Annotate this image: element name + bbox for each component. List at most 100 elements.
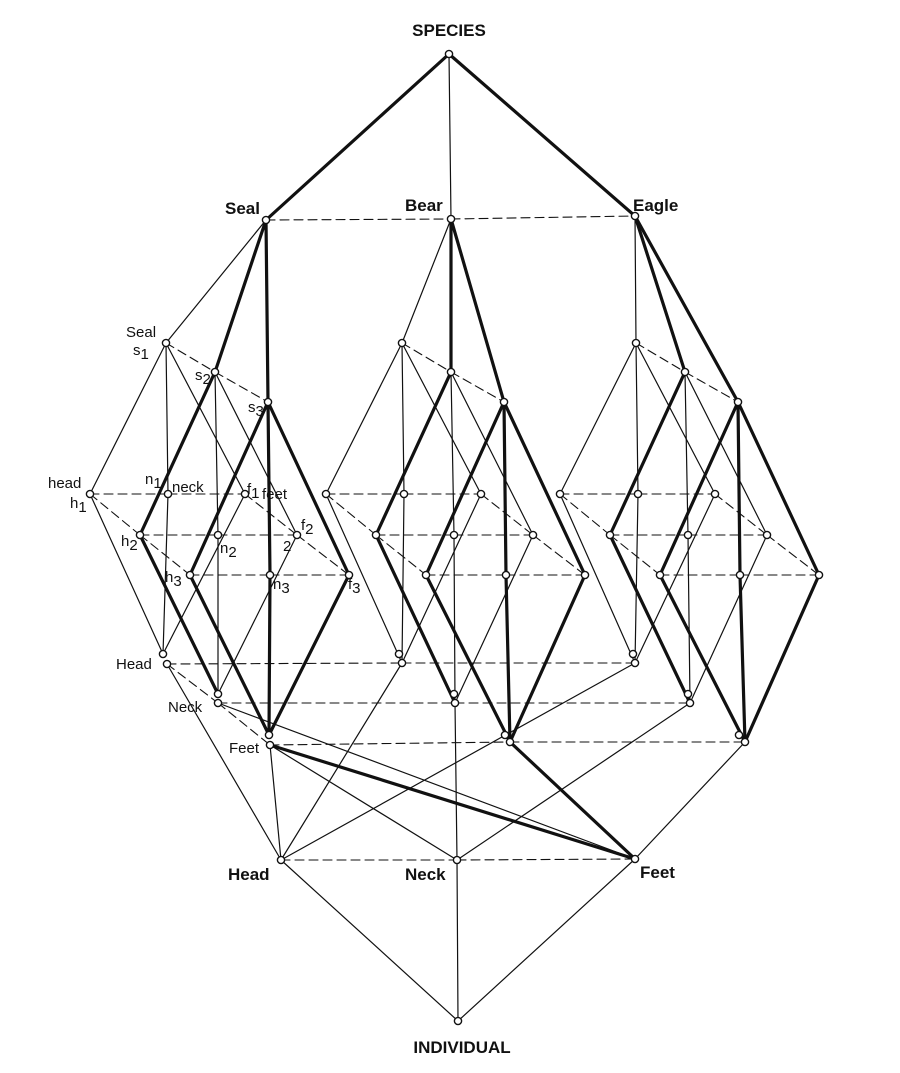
node-f11: [476, 489, 486, 499]
edge-s21-s31: [450, 371, 505, 403]
node-fb1: [500, 730, 510, 740]
node-f30: [344, 570, 354, 580]
node-s21: [446, 367, 456, 377]
label-feet-small: feet: [262, 486, 288, 503]
edge-fm-neck: [269, 744, 458, 861]
edge-head-in: [280, 859, 459, 1022]
edge-h20-nb0: [138, 533, 220, 696]
edge-n22-nb2: [687, 534, 691, 704]
node-bear: [446, 214, 456, 224]
label-eagle-top: Eagle: [633, 196, 678, 215]
edge-bear-s31: [449, 217, 506, 404]
edge-fm-head: [269, 744, 282, 861]
node-f10: [240, 489, 250, 499]
edge-s30-h30: [188, 400, 270, 577]
edge-nb1-neck: [454, 702, 458, 861]
edge-f31-fb1: [508, 573, 587, 744]
edge-n21-nb1: [453, 534, 456, 704]
node-f22: [762, 530, 772, 540]
node-seal: [261, 215, 271, 225]
label-f3: f3: [348, 576, 361, 597]
label-f1: f1: [247, 481, 260, 502]
edge-f11-hb1: [401, 493, 482, 664]
lattice-nodes: [85, 49, 824, 1026]
label-s3: s3: [248, 399, 264, 420]
label-neck-bottom: Neck: [405, 865, 446, 884]
edge-nm-fm: [217, 702, 271, 746]
node-nb2: [683, 689, 693, 699]
node-s10: [161, 338, 171, 348]
edge-seal-bear: [265, 218, 452, 221]
edge-seal-s20: [213, 218, 268, 374]
edge-s30-f30: [266, 400, 351, 577]
node-f12: [710, 489, 720, 499]
edge-h11-hb1: [325, 493, 403, 664]
edge-f20-nb0: [217, 534, 298, 695]
node-s31: [499, 397, 509, 407]
edge-h30-fb0: [188, 573, 271, 737]
node-fb2: [734, 730, 744, 740]
edge-s32-h32: [658, 400, 740, 577]
node-nm: [213, 698, 223, 708]
edge-neck-feet: [456, 858, 636, 861]
edge-f32-fb2: [743, 573, 821, 744]
edge-h10-hb0: [89, 493, 164, 655]
edge-s21-n21: [450, 371, 455, 536]
label-head-small: head: [48, 475, 81, 492]
node-n32: [735, 570, 745, 580]
edge-n32-fb2: [738, 573, 747, 744]
node-n11: [399, 489, 409, 499]
label-n2: n2: [220, 540, 237, 561]
edge-s20-s30: [214, 371, 269, 403]
edge-fm-fb1: [269, 741, 511, 746]
node-f20: [292, 530, 302, 540]
node-s12: [631, 338, 641, 348]
node-fm: [265, 740, 275, 750]
edge-hb2-head: [280, 662, 636, 861]
label-bear-top: Bear: [405, 196, 443, 215]
node-h30: [185, 570, 195, 580]
edge-h12-h22: [559, 493, 611, 536]
node-s32: [733, 397, 743, 407]
node-hb1: [394, 649, 404, 659]
node-s30: [263, 397, 273, 407]
edge-f22-f32: [766, 534, 820, 576]
edge-s20-f20: [214, 371, 298, 536]
node-n12: [633, 489, 643, 499]
label-head-bottom: Head: [228, 865, 270, 884]
edge-s20-n20: [214, 371, 219, 536]
edge-s31-n31: [502, 400, 508, 577]
node-n21: [449, 530, 459, 540]
edge-eagle-s12: [634, 215, 637, 344]
label-neck-mid: Neck: [168, 699, 203, 716]
edge-h21-h31: [375, 534, 427, 576]
edge-s11-h11: [325, 342, 403, 495]
edge-seal-s30: [264, 218, 270, 404]
edge-f10-hb0: [162, 493, 246, 655]
edge-eagle-s32: [633, 214, 740, 404]
edge-hm-hb1: [166, 662, 403, 665]
label-neck-small: neck: [172, 479, 204, 496]
node-h31: [421, 570, 431, 580]
edge-h22-nb2: [608, 533, 692, 705]
node-nb1: [449, 689, 459, 699]
edge-sp-bear: [448, 53, 452, 220]
edge-fm-feet: [268, 743, 637, 861]
edge-s12-n12: [635, 342, 639, 495]
edge-s22-h22: [608, 370, 687, 537]
node-n30: [265, 570, 275, 580]
node-fb0: [264, 730, 274, 740]
node-nb2: [685, 698, 695, 708]
edge-s10-h10: [89, 342, 167, 495]
label-species: SPECIES: [412, 21, 486, 40]
node-h20: [135, 530, 145, 540]
label-n3: n3: [273, 576, 290, 597]
edge-neck-in: [456, 859, 459, 1022]
node-hb2: [630, 658, 640, 668]
edge-s12-s22: [635, 342, 686, 373]
lattice-edges: [89, 52, 821, 1022]
edge-f11-f21: [480, 493, 534, 536]
edge-f20-f30: [296, 534, 350, 576]
edge-f22-nb2: [689, 534, 768, 704]
edge-s12-h12: [559, 342, 637, 495]
